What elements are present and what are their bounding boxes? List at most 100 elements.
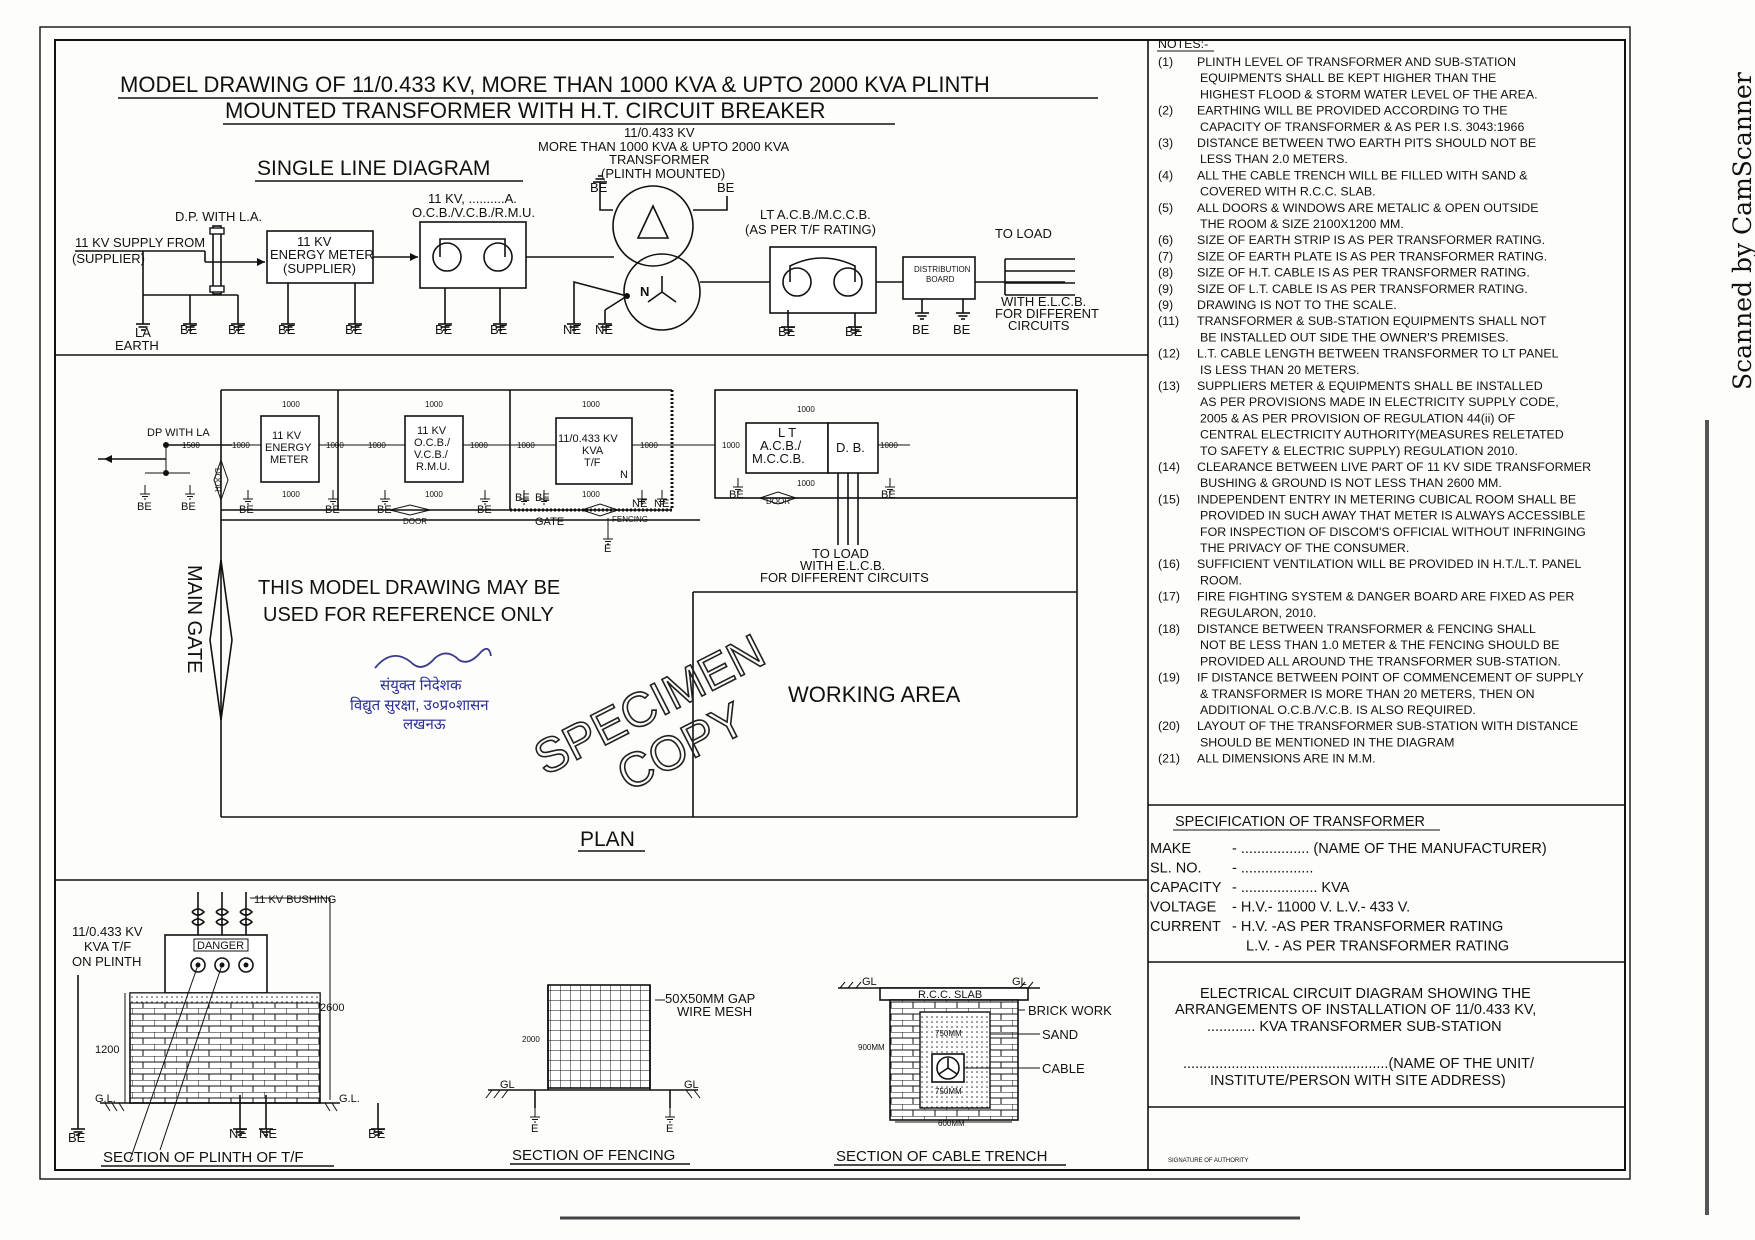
transformer-specification: SPECIFICATION OF TRANSFORMER MAKE- .....… [1150,814,1547,955]
fence-gl-label: GL [684,1079,699,1091]
sld-be-label: BE [345,322,363,337]
sld-tf-label-4: (PLINTH MOUNTED) [601,166,725,181]
plan-tf-label-3: T/F [584,457,601,469]
plan-dim-1000: 1000 [282,490,300,499]
sld-earth-label: EARTH [115,338,159,353]
note-line: CAPACITY OF TRANSFORMER & AS PER I.S. 30… [1200,120,1524,134]
note-line: PLINTH LEVEL OF TRANSFORMER AND SUB-STAT… [1197,55,1516,69]
note-line: CENTRAL ELECTRICITY AUTHORITY(MEASURES R… [1200,428,1564,442]
note-number: (15) [1158,492,1180,506]
sld-supply-label-2: (SUPPLIER) [72,251,145,266]
plan-ocb [404,415,464,483]
sld-be-label: BE [278,322,296,337]
note-number: (2) [1158,104,1173,118]
note-line: SIZE OF EARTH PLATE IS AS PER TRANSFORME… [1197,249,1547,263]
spec-value: - H.V.- 11000 V. L.V.- 433 V. [1232,900,1410,916]
plan-be-label: BE [377,504,392,516]
plinth-label: 11/0.433 KV [72,924,143,939]
plan-ocb-label-3: V.C.B./ [414,449,449,461]
note-line: THE ROOM & SIZE 2100X1200 MM. [1200,217,1404,231]
note-number: (20) [1158,719,1180,733]
note-number: (3) [1158,136,1173,150]
fence-wire-mesh [547,984,651,1089]
note-line: ALL DIMENSIONS ARE IN M.M. [1197,752,1376,766]
note-line: SIZE OF EARTH STRIP IS AS PER TRANSFORME… [1197,233,1545,247]
note-line: BUSHING & GROUND IS NOT LESS THAN 2600 M… [1200,476,1502,490]
signature-of-authority-label: SIGNATURE OF AUTHORITY [1168,1158,1249,1164]
note-line: NOT BE LESS THAN 1.0 METER & THE FENCING… [1200,638,1559,652]
sld-neutral-label: N [640,284,649,299]
plan-dim-1000: 1000 [582,400,600,409]
plan-lt-label-2: A.C.B./ [760,438,802,453]
note-number: (14) [1158,460,1180,474]
plinth-section-title: SECTION OF PLINTH OF T/F [103,1149,304,1166]
notes-panel: NOTES:- (1)PLINTH LEVEL OF TRANSFORMER A… [1157,37,1591,766]
note-line: SIZE OF L.T. CABLE IS AS PER TRANSFORMER… [1197,282,1528,296]
plan-db-label: D. B. [836,440,865,455]
sld-heading: SINGLE LINE DIAGRAM [257,157,490,180]
note-line: PROVIDED ALL AROUND THE TRANSFORMER SUB-… [1200,654,1561,668]
note-line: PROVIDED IN SUCH AWAY THAT METER IS ALWA… [1200,509,1585,523]
plan-db [827,422,879,474]
plan-be-label: BE [181,501,196,513]
stamp-line-3: लखनऊ [403,716,446,733]
note-number: (17) [1158,590,1180,604]
note-line: FIRE FIGHTING SYSTEM & DANGER BOARD ARE … [1197,590,1574,604]
plan-dp-label: DP WITH LA [147,427,210,439]
sld-ne-label: NE [595,322,613,337]
sld-transformer-hv-winding [612,185,694,267]
sld-supply-label: 11 KV SUPPLY FROM [75,235,205,250]
note-line: AS PER PROVISIONS MADE IN ELECTRICITY SU… [1200,395,1559,409]
stamp-line-2: विद्युत सुरक्षा, उ०प्र०शासन [350,696,489,715]
plan-main-gate-label: MAIN GATE [183,565,205,674]
sld-tf-label-3: TRANSFORMER [609,152,709,167]
sld-ne-label: NE [563,322,581,337]
plan-be-label: BE [477,504,492,516]
plan-heading: PLAN [580,828,635,851]
note-line: LAYOUT OF THE TRANSFORMER SUB-STATION WI… [1197,719,1578,733]
note-line: BE INSTALLED OUT SIDE THE OWNER'S PREMIS… [1200,330,1509,344]
plan-meter-label-2: ENERGY [265,442,312,454]
fence-earth-label: E [531,1123,538,1135]
drawing-title-line2: MOUNTED TRANSFORMER WITH H.T. CIRCUIT BR… [225,98,826,123]
spec-key: MAKE [1150,841,1191,857]
note-number: (1) [1158,55,1173,69]
plan-reference-note-2: USED FOR REFERENCE ONLY [263,604,554,626]
sld-be-label: BE [845,324,863,339]
plan-view: DP WITH LA 1500 BE BE DOOR 11 KV ENERGY … [98,389,1078,852]
plan-gate-label: GATE [535,516,564,528]
sld-be-label: BE [717,180,735,195]
plan-fencing-label: FENCING [612,515,648,524]
sld-db-label-2: BOARD [926,275,955,284]
plan-dim-1500: 1500 [182,441,200,450]
sld-tf-label: 11/0.433 KV [624,125,695,140]
sld-ocb-breaker [419,221,527,289]
note-line: FOR INSPECTION OF DISCOM'S OFFICIAL WITH… [1200,525,1586,539]
fence-earth-label: E [666,1123,673,1135]
note-line: & TRANSFORMER IS MORE THAN 20 METERS, TH… [1200,687,1535,701]
plan-dim-1000: 1000 [425,490,443,499]
section-of-fencing: 50X50MM GAP WIRE MESH 2000 GL GL E E SEC… [485,984,755,1165]
note-line: L.T. CABLE LENGTH BETWEEN TRANSFORMER TO… [1197,347,1559,361]
plan-dim-1000: 1000 [282,400,300,409]
circuit-title-block: ELECTRICAL CIRCUIT DIAGRAM SHOWING THE A… [1168,986,1536,1164]
sld-elcb-label: WITH E.L.C.B. [1001,294,1086,309]
mesh-label-2: WIRE MESH [677,1004,752,1019]
sld-dp-label: D.P. WITH L.A. [175,209,262,224]
note-number: (6) [1158,233,1173,247]
plinth-gl-label: G.L. [95,1093,116,1105]
note-line: SUFFICIENT VENTILATION WILL BE PROVIDED … [1197,557,1582,571]
sld-meter-label-2: ENERGY METER [270,247,374,262]
trench-brick-label: BRICK WORK [1028,1003,1112,1018]
plan-to-load-label-2: WITH E.L.C.B. [800,558,885,573]
plinth-brickwork [129,992,321,1104]
plan-be-label: BE [325,504,340,516]
note-number: (18) [1158,622,1180,636]
spec-value: - H.V. -AS PER TRANSFORMER RATING [1232,919,1503,935]
spec-key: CAPACITY [1150,880,1222,896]
note-number: (13) [1158,379,1180,393]
plinth-ne-label: NE [259,1126,277,1141]
plan-to-load-label-3: FOR DIFFERENT CIRCUITS [760,570,929,585]
plan-dim-1000: 1000 [470,441,488,450]
sld-transformer-lv-winding [623,253,701,331]
